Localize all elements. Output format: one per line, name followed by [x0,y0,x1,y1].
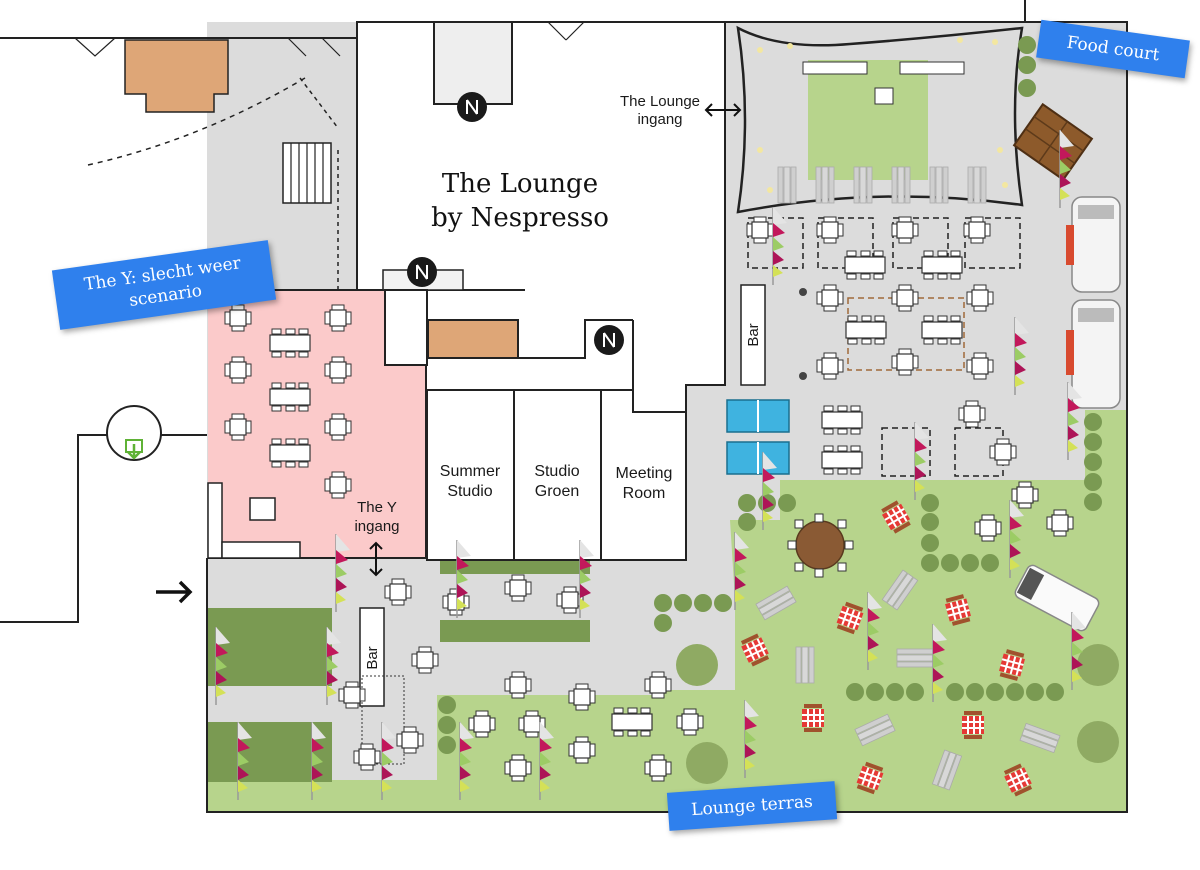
lounge-entrance-arrow [704,103,742,117]
lounge-entrance-label-2: ingang [637,111,682,128]
studio-groen-label-1: Studio [534,463,579,480]
download-icon [125,439,143,460]
left-bottom-grass [207,780,437,812]
food-court-tent [736,25,1024,214]
bar-counter-right [740,284,766,386]
food-truck-1 [1066,196,1121,293]
bar-left-label: Bar [364,646,381,669]
dark-grass-bed-3 [440,560,590,574]
round-table [787,513,854,578]
summer-studio-label-1: Summer [440,463,501,480]
wooden-shed [1012,102,1094,182]
dark-grass-bed-2 [207,722,332,782]
dark-grass-bed-4 [440,620,590,642]
lounge-title-line2: by Nespresso [431,203,609,233]
nespresso-logo-icon [456,91,488,123]
bar-right-label: Bar [745,323,762,346]
y-entrance-label-1: The Y [357,499,397,516]
lounge-counter [427,319,519,359]
right-garden-lawn [655,480,1127,812]
studio-groen-label-2: Groen [535,483,579,500]
lounge-entrance-label-1: The Lounge [620,93,700,110]
parked-car [1014,564,1100,632]
y-entrance-label-2: ingang [354,518,399,535]
dark-grass-bed-1 [207,608,332,686]
arrow-right-icon [156,580,193,604]
staircase [282,142,332,204]
meeting-room-label-2: Room [623,485,666,502]
nespresso-logo-icon [593,324,625,356]
food-court-lawn [808,60,928,180]
nespresso-logo-icon [406,256,438,288]
terracotta-room [124,39,229,113]
ping-pong-tables [726,399,790,475]
lounge-title-line1: The Lounge [442,169,598,199]
food-truck-2 [1066,299,1121,409]
revolving-door [106,405,162,461]
summer-studio-label-2: Studio [447,483,492,500]
y-entrance-arrow [369,541,383,577]
meeting-room-label-1: Meeting [616,465,673,482]
